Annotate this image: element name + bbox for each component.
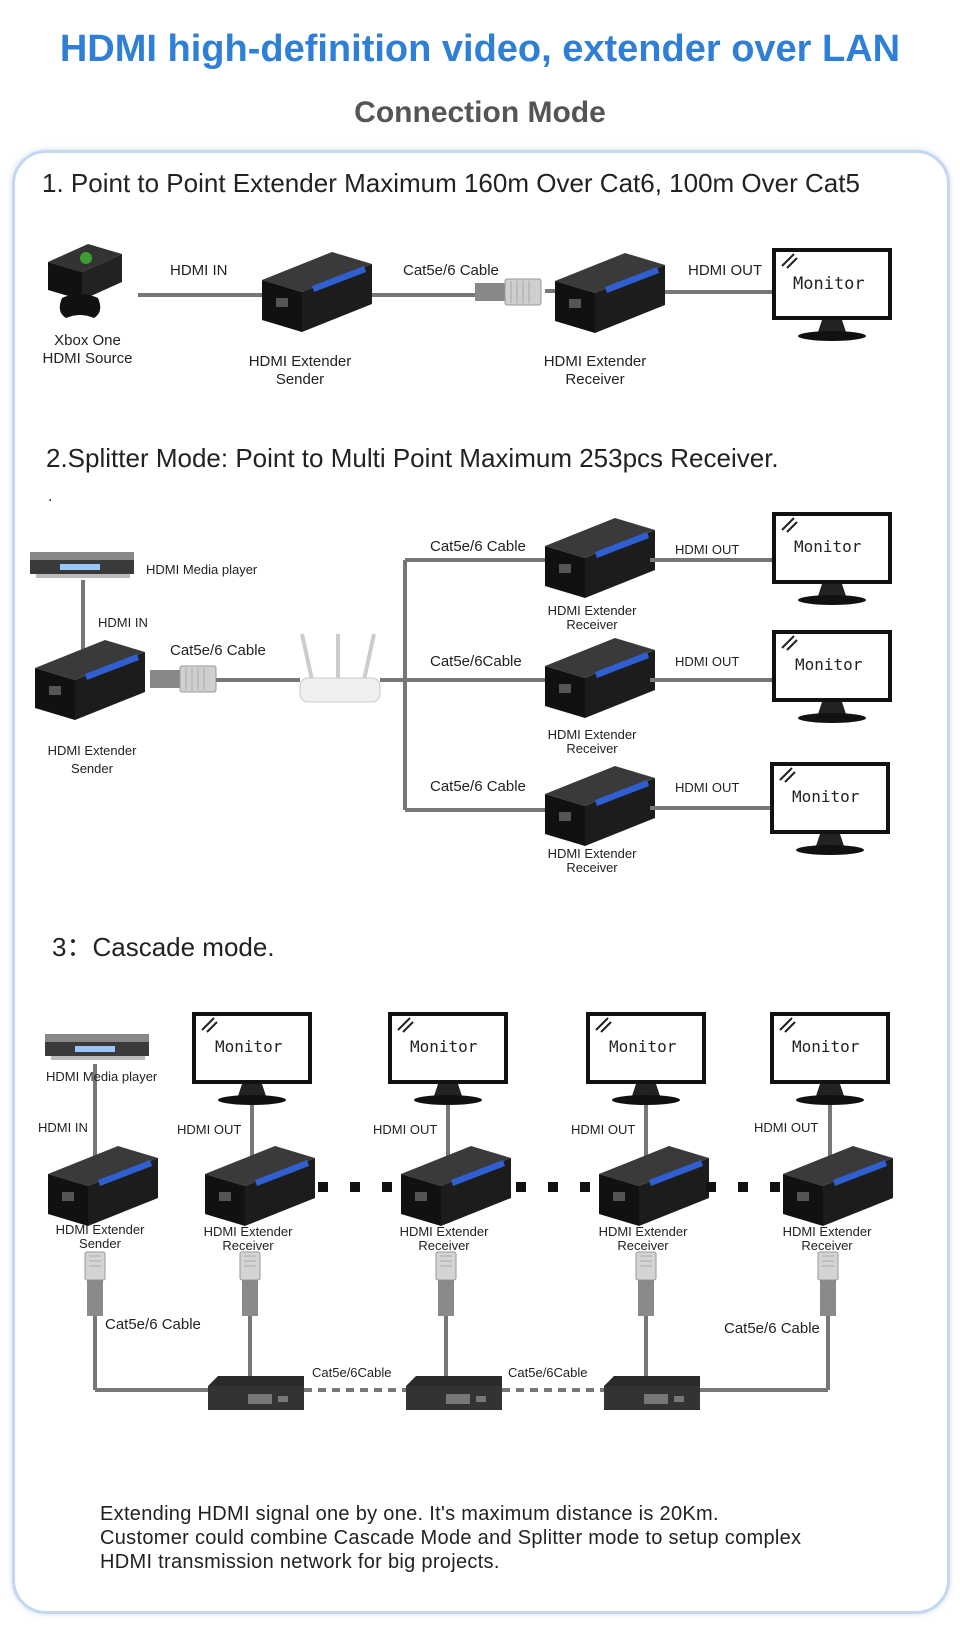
branch-cable-label: Cat5e/6Cable	[430, 653, 522, 670]
branch-cable-label: Cat5e/6 Cable	[430, 538, 526, 555]
router-icon	[299, 633, 381, 703]
monitor-icon	[771, 629, 893, 724]
monitor-label: Monitor	[792, 1037, 860, 1056]
hdmi-out-label: HDMI OUT	[688, 262, 763, 279]
hdmi-in-label: HDMI IN	[98, 615, 148, 630]
section2-heading: 2.Splitter Mode: Point to Multi Point Ma…	[46, 443, 779, 473]
cable-label: Cat5e/6 Cable	[724, 1320, 820, 1337]
extender-receiver-device	[545, 766, 655, 846]
footer-line: Customer could combine Cascade Mode and …	[100, 1527, 802, 1549]
monitor-icon	[771, 247, 893, 342]
page-subtitle: Connection Mode	[354, 96, 606, 129]
hdmi-out-label: HDMI OUT	[373, 1122, 438, 1137]
hdmi-out-label: HDMI OUT	[754, 1120, 819, 1135]
extender-receiver-device	[599, 1146, 709, 1226]
section3-heading: 3：Cascade mode.	[52, 932, 275, 962]
section1-diagram	[48, 244, 893, 342]
monitor-label: Monitor	[215, 1037, 283, 1056]
extender-receiver-device	[783, 1146, 893, 1226]
extender-sender-device	[48, 1146, 158, 1226]
monitor-label: Monitor	[794, 537, 862, 556]
monitor-icon	[387, 1011, 509, 1106]
monitor-label: Monitor	[792, 787, 860, 806]
cable-label: Cat5e/6 Cable	[170, 642, 266, 659]
extender-sender-device	[262, 252, 372, 332]
rj45-plug-icon	[84, 1251, 106, 1317]
hdmi-out-label: HDMI OUT	[571, 1122, 636, 1137]
media-player-icon	[30, 552, 134, 578]
monitor-label: Monitor	[793, 274, 865, 294]
rj45-plug-icon	[149, 665, 217, 693]
branch-hdmi-out-label: HDMI OUT	[675, 780, 740, 795]
monitor-icon	[769, 761, 891, 856]
monitor-icon	[769, 1011, 891, 1106]
rj45-plug-icon	[239, 1251, 261, 1317]
section1-heading: 1. Point to Point Extender Maximum 160m …	[42, 168, 860, 198]
monitor-label: Monitor	[609, 1037, 677, 1056]
monitor-label: Monitor	[795, 655, 863, 674]
network-switch-icon	[406, 1376, 502, 1410]
extender-sender-device	[35, 640, 145, 720]
dotted-separator	[318, 1182, 780, 1192]
cable-label: Cat5e/6Cable	[312, 1365, 392, 1380]
extender-receiver-device	[401, 1146, 511, 1226]
hdmi-out-label: HDMI OUT	[177, 1122, 242, 1137]
branch-hdmi-out-label: HDMI OUT	[675, 542, 740, 557]
section3-diagram	[45, 1011, 893, 1410]
monitor-icon	[585, 1011, 707, 1106]
branch-hdmi-out-label: HDMI OUT	[675, 654, 740, 669]
cable-label: Cat5e/6Cable	[508, 1365, 588, 1380]
section2-dot: .	[48, 488, 53, 505]
hdmi-in-label: HDMI IN	[38, 1120, 88, 1135]
network-switch-icon	[604, 1376, 700, 1410]
cable-label: Cat5e/6 Cable	[105, 1316, 201, 1333]
extender-receiver-device	[545, 518, 655, 598]
branch-cable-label: Cat5e/6 Cable	[430, 778, 526, 795]
footer-line: Extending HDMI signal one by one. It's m…	[100, 1503, 719, 1525]
cable-label: Cat5e/6 Cable	[403, 262, 499, 279]
media-player-label: HDMI Media player	[146, 562, 258, 577]
extender-receiver-device	[545, 638, 655, 718]
rj45-plug-icon	[435, 1251, 457, 1317]
extender-receiver-device	[205, 1146, 315, 1226]
extender-receiver-device	[555, 253, 665, 333]
diagram-panel	[12, 150, 950, 1614]
media-player-label: HDMI Media player	[46, 1069, 158, 1084]
footer-note: Extending HDMI signal one by one. It's m…	[100, 1502, 801, 1574]
hdmi-in-label: HDMI IN	[170, 262, 228, 279]
monitor-icon	[191, 1011, 313, 1106]
monitor-label: Monitor	[410, 1037, 478, 1056]
rj45-plug-icon	[817, 1251, 839, 1317]
rj45-plug-icon	[474, 278, 542, 306]
section2-diagram	[30, 511, 893, 856]
media-player-icon	[45, 1034, 149, 1060]
rj45-plug-icon	[635, 1251, 657, 1317]
monitor-icon	[771, 511, 893, 606]
footer-line: HDMI transmission network for big projec…	[100, 1551, 500, 1573]
network-switch-icon	[208, 1376, 304, 1410]
page-title: HDMI high-definition video, extender ove…	[59, 28, 901, 70]
xbox-console-icon	[48, 244, 122, 318]
